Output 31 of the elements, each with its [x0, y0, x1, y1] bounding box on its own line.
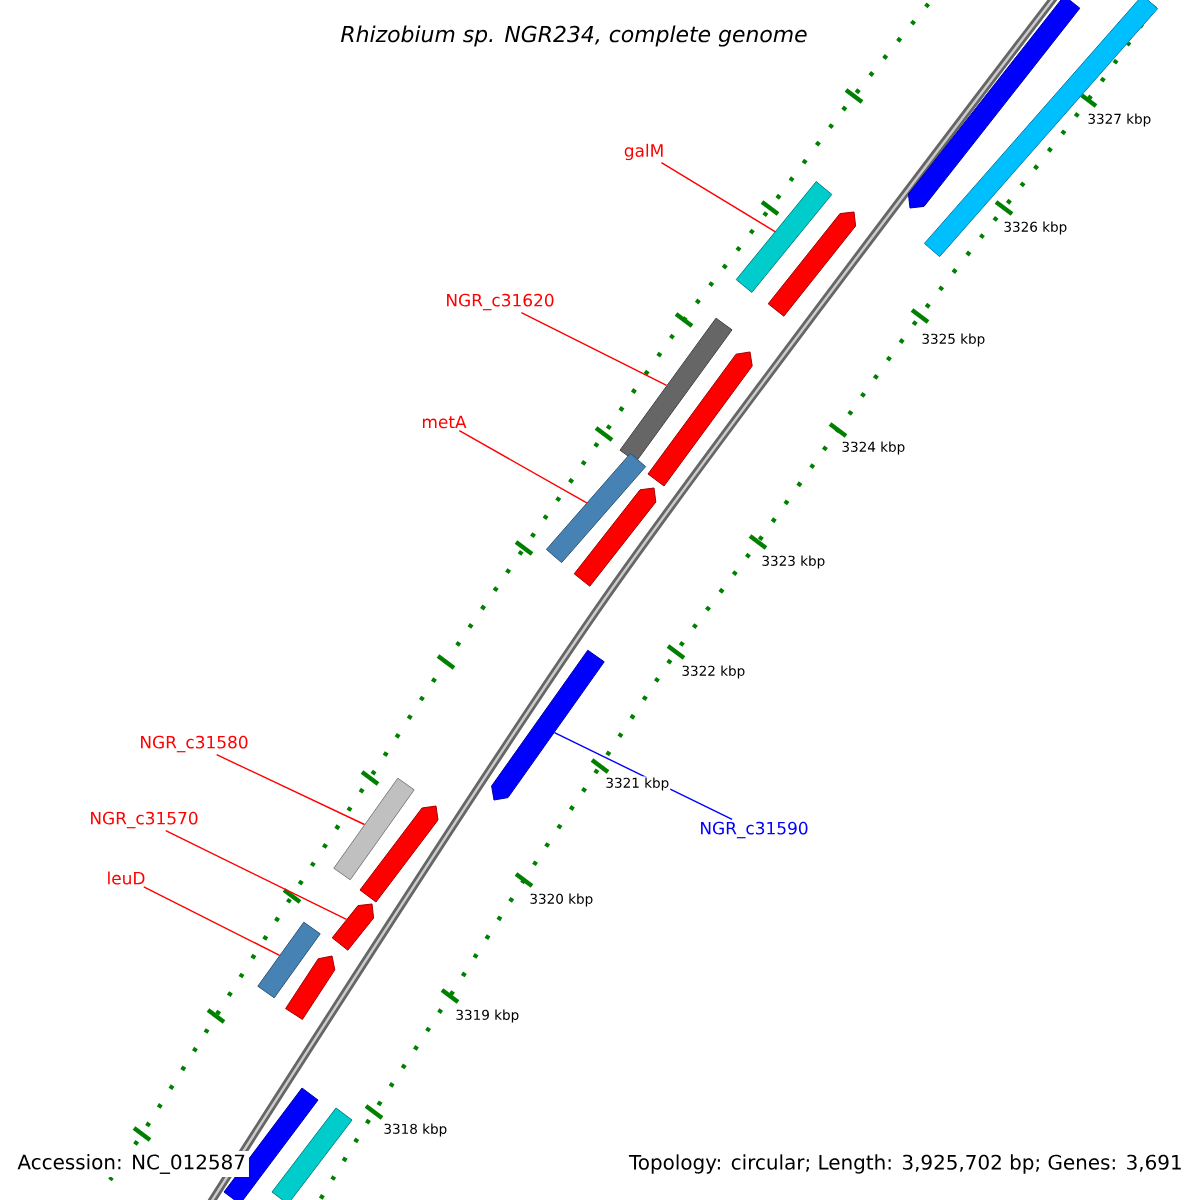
leader-line — [215, 753, 366, 826]
gene-label: NGR_c31570 — [91, 811, 198, 829]
gene-feature — [907, 0, 1081, 209]
gene-label: NGR_c31580 — [141, 735, 248, 753]
gene-block — [923, 0, 1159, 258]
gene-feature — [647, 351, 753, 487]
gene-feature — [285, 955, 336, 1020]
gene-label: NGR_c31620 — [447, 293, 554, 311]
gene-feature — [767, 211, 857, 317]
accession-text: Accession: NC_012587 — [14, 1151, 249, 1177]
leader-line — [165, 830, 348, 921]
gene-block — [333, 777, 415, 881]
gene-block — [619, 317, 733, 463]
leader-line — [458, 430, 588, 504]
gene-label: leuD — [108, 871, 145, 885]
gene-feature — [331, 903, 375, 951]
topology-text: Topology: circular; Length: 3,925,702 bp; Genes: 3,691 — [625, 1151, 1186, 1177]
leader-line — [143, 886, 281, 956]
gene-block — [545, 452, 647, 564]
leader-line — [520, 312, 668, 386]
gene-feature — [491, 649, 605, 801]
gene-feature — [573, 487, 657, 587]
gene-block — [735, 181, 833, 293]
gene-label: metA — [422, 415, 467, 429]
gene-block — [257, 921, 321, 999]
leader-line — [660, 161, 776, 233]
title: Rhizobium sp. NGR234, complete genome — [341, 25, 807, 47]
gene-feature — [359, 805, 439, 903]
gene-label: galM — [624, 143, 663, 161]
gene-block — [271, 1107, 353, 1200]
gene-label: NGR_c31590 — [701, 821, 808, 839]
